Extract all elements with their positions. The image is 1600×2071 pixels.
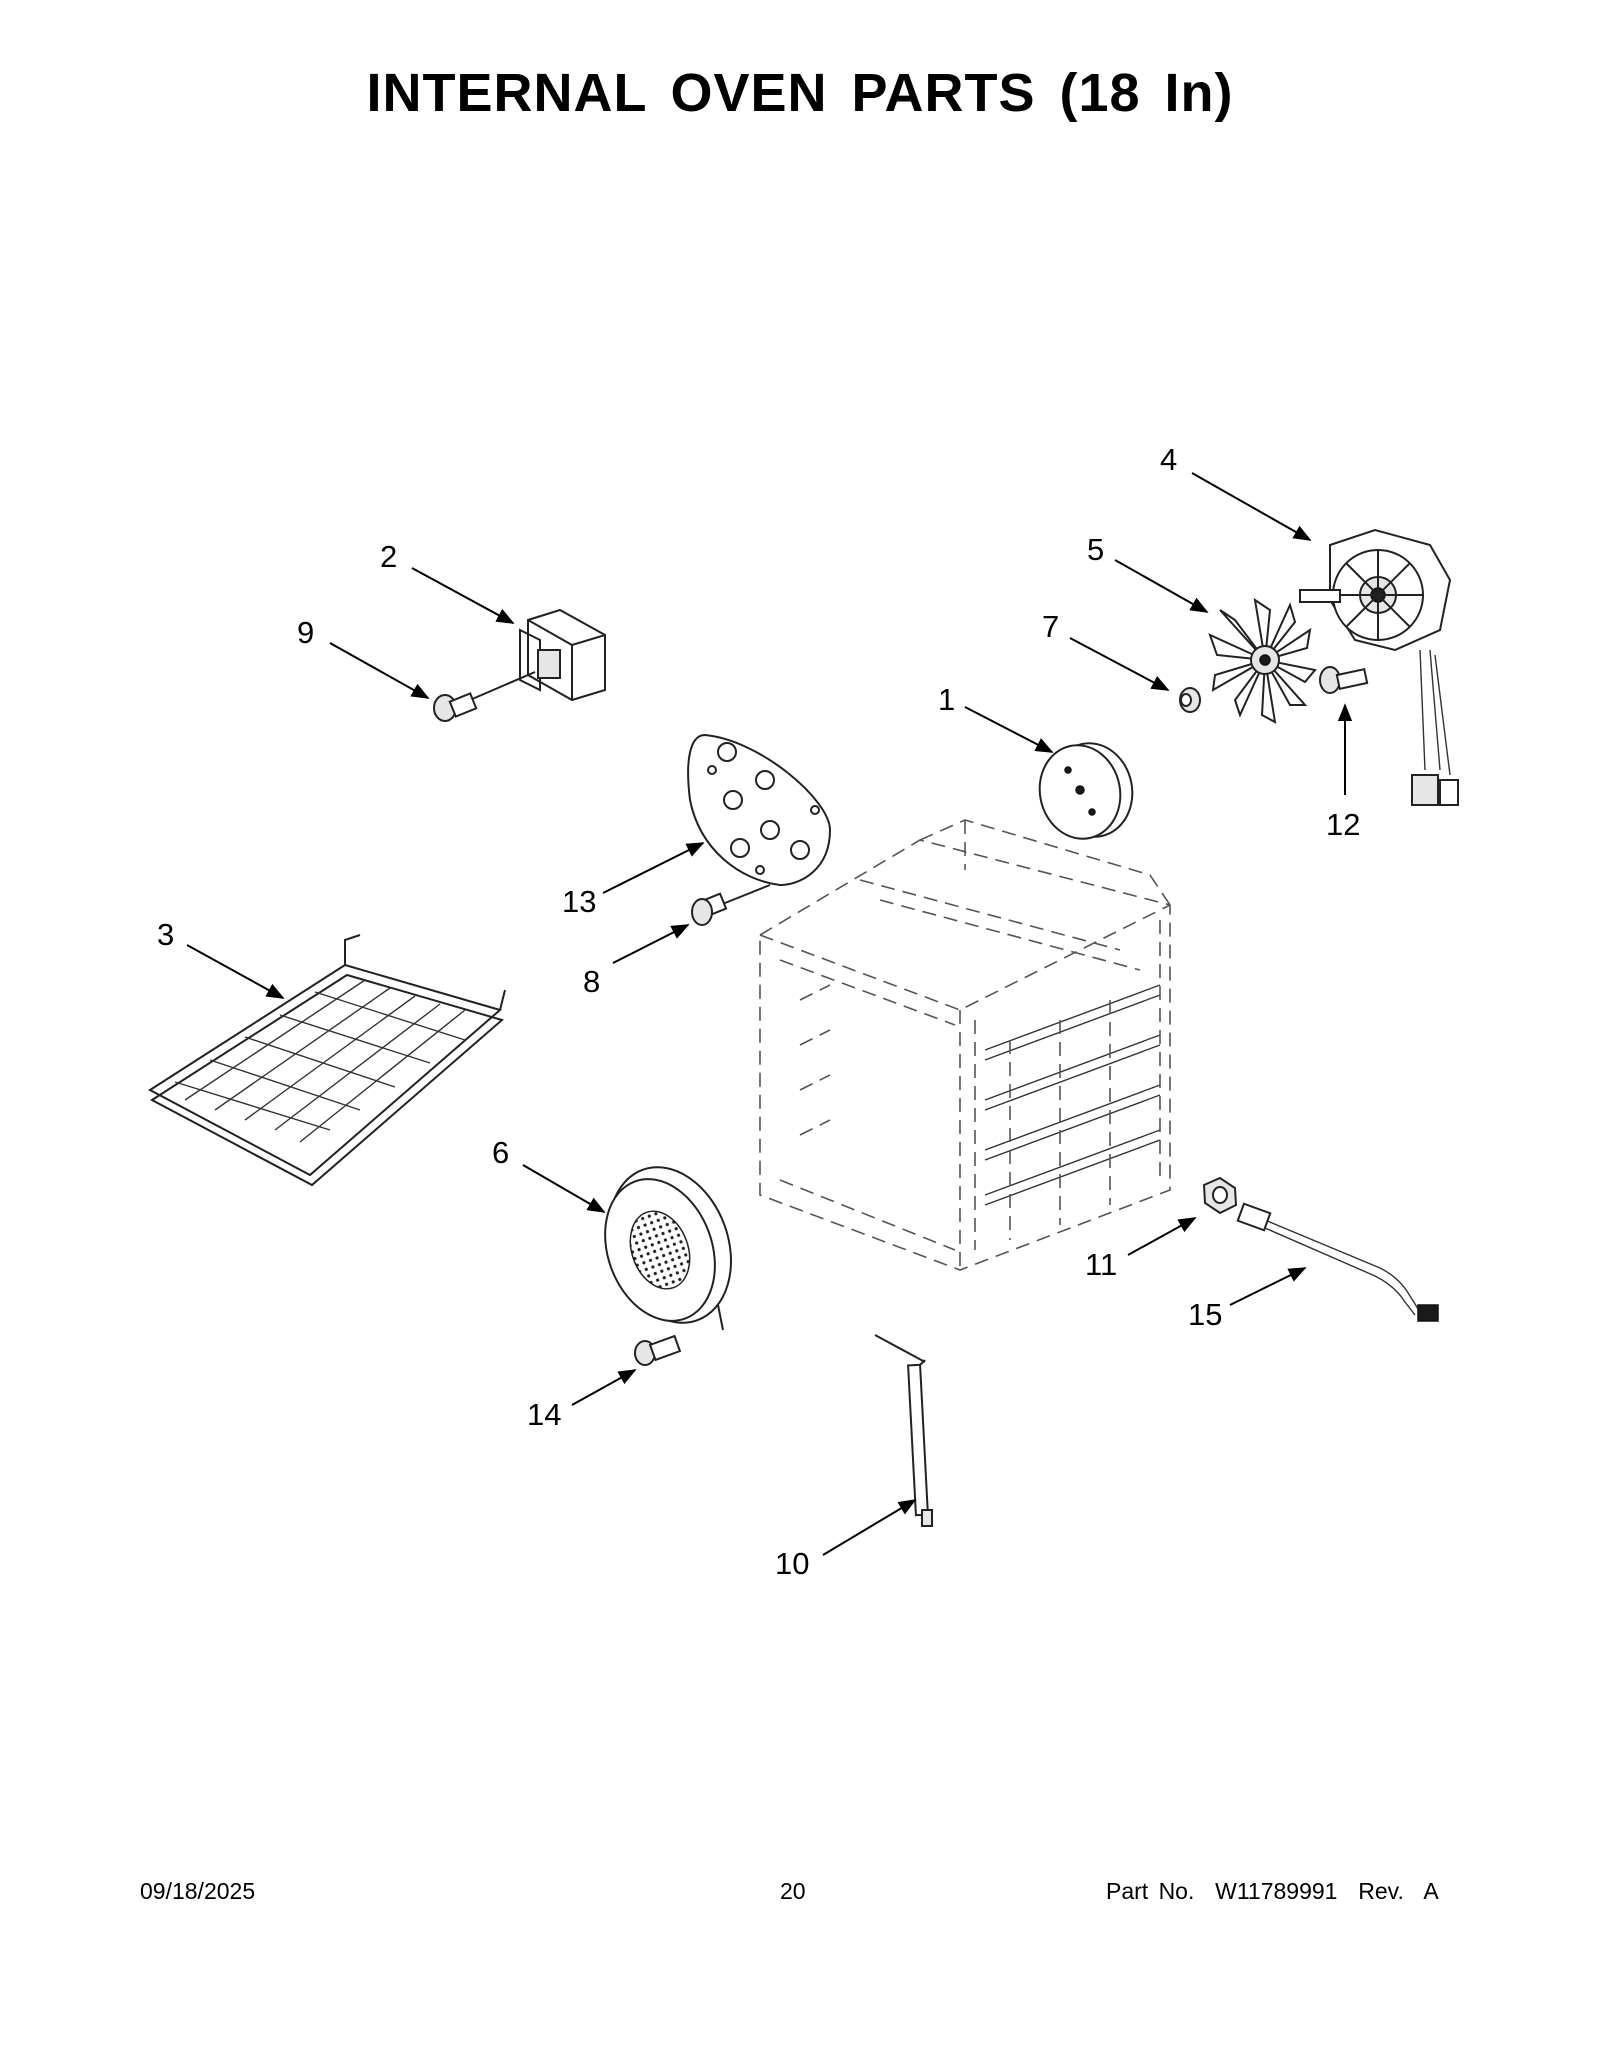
part-13-back-plate	[687, 733, 832, 887]
page-title: INTERNAL OVEN PARTS (18 In)	[366, 63, 1234, 123]
part-3-oven-rack	[148, 934, 506, 1187]
callout-13: 13	[562, 884, 596, 919]
part-15-wire-harness	[1236, 1202, 1439, 1322]
callout-9: 9	[297, 615, 314, 650]
callout-2: 2	[380, 539, 397, 574]
callout-11: 11	[1085, 1247, 1117, 1282]
callout-4: 4	[1160, 442, 1177, 477]
part-1-fan-cover	[1038, 742, 1134, 840]
part-8-screw	[691, 884, 771, 926]
part-9-screw	[433, 671, 536, 722]
footer-page-number: 20	[780, 1878, 806, 1904]
callout-14: 14	[527, 1397, 561, 1432]
part-2-bracket	[519, 608, 606, 702]
footer-date: 09/18/2025	[140, 1878, 256, 1904]
callout-5: 5	[1087, 532, 1104, 567]
part-4-fan-motor	[1299, 528, 1459, 806]
callout-6: 6	[492, 1135, 509, 1170]
callout-8: 8	[583, 964, 600, 999]
callout-leaders	[186, 472, 1353, 1556]
part-10-temp-sensor	[874, 1334, 933, 1527]
part-7-nut	[1179, 687, 1201, 713]
callout-15: 15	[1188, 1297, 1222, 1332]
oven-cavity	[759, 819, 1171, 1271]
part-5-fan-blade	[1208, 597, 1317, 724]
part-12-screw	[1319, 666, 1369, 694]
part-11-nut	[1202, 1176, 1238, 1215]
callout-10: 10	[775, 1546, 809, 1581]
callout-1: 1	[938, 682, 955, 717]
callout-labels: 1 2 3 4 5 6 7 8 9 10 11 12 13 14 15	[157, 442, 1360, 1581]
callout-12: 12	[1326, 807, 1360, 842]
footer-part-number: Part No. W11789991 Rev. A	[1106, 1878, 1439, 1904]
callout-3: 3	[157, 917, 174, 952]
part-14-screw	[634, 1334, 682, 1366]
callout-7: 7	[1042, 609, 1059, 644]
part-6-element-cover	[604, 1166, 732, 1331]
